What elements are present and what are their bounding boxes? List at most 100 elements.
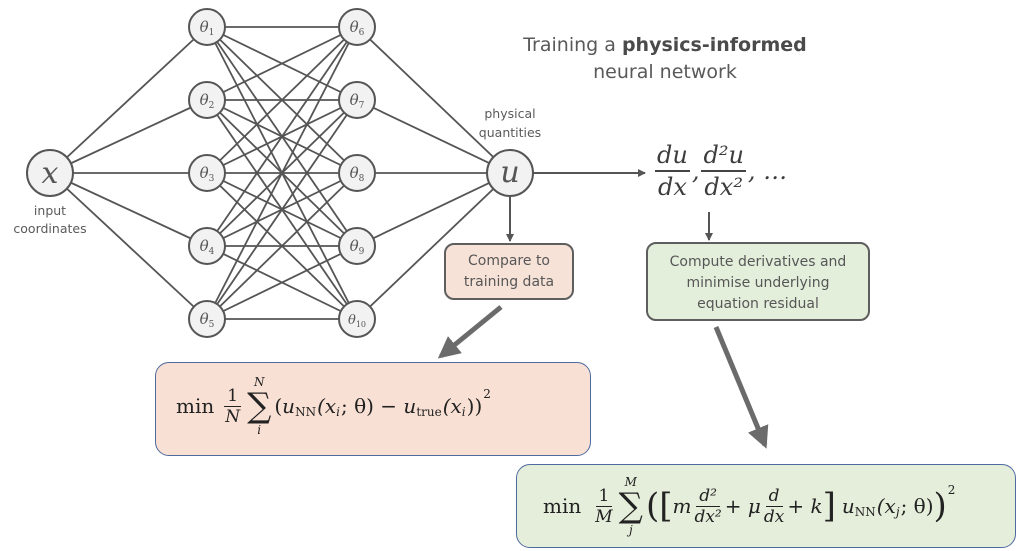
output-label: physical quantities — [462, 104, 558, 142]
edge-h1-2-to-h2-6 — [206, 26, 358, 101]
hidden-node-theta-3: θ3 — [188, 154, 226, 192]
eq2-close-bracket: ] — [822, 486, 836, 526]
hidden-node-theta-2: θ2 — [188, 81, 226, 119]
hidden-node-theta-4-circle — [188, 227, 226, 265]
eq2-u: u — [841, 494, 855, 518]
hidden-node-theta-5-label: θ5 — [200, 310, 215, 330]
hidden-node-theta-6: θ6 — [338, 8, 376, 46]
second-derivative-den: dx² — [704, 173, 743, 201]
hidden-node-theta-3-circle — [188, 154, 226, 192]
first-derivative-num: du — [655, 140, 690, 172]
hidden-node-theta-4: θ4 — [188, 227, 226, 265]
physics-loss-equation-box: min 1 M M ∑ j ( [ m d² dx² + μ d dx + k … — [516, 464, 1016, 548]
eq1-true-sub: true — [416, 405, 442, 419]
hidden-node-theta-3-label: θ3 — [200, 164, 215, 184]
hidden-node-theta-7-index: 7 — [359, 101, 365, 111]
hidden-node-theta-8-label: θ8 — [350, 164, 365, 184]
data-loss-equation-box: min 1 N N ∑ i ( u NN (x i ; θ) − u true … — [155, 362, 591, 456]
first-derivative: du dx — [655, 140, 690, 202]
edge-h2-6-to-output — [356, 26, 511, 174]
eq1-min: min — [176, 394, 215, 418]
compare-to-training-data-box: Compare to training data — [444, 243, 574, 300]
hidden-node-theta-9-circle — [338, 227, 376, 265]
hidden-node-theta-3-index: 3 — [209, 174, 215, 184]
eq2-close-paren: ) — [933, 486, 947, 526]
hidden-node-theta-8-symbol: θ — [350, 164, 359, 182]
eq2-open-bracket: [ — [659, 486, 673, 526]
eq2-plus-mu: + μ — [724, 494, 761, 518]
eq2-d2-num: d² — [696, 486, 720, 507]
hidden-node-theta-6-circle — [338, 8, 376, 46]
derivative-ellipsis: , … — [747, 157, 788, 185]
derivatives-expression: du dx , d²u dx² , … — [655, 140, 789, 202]
hidden-node-theta-2-symbol: θ — [200, 91, 209, 109]
hidden-node-theta-3-symbol: θ — [200, 164, 209, 182]
hidden-node-theta-4-index: 4 — [209, 247, 215, 257]
edge-h1-3-to-h2-6 — [206, 26, 358, 174]
eq1-sum-lower: i — [257, 423, 262, 437]
data-loss-equation: min 1 N N ∑ i ( u NN (x i ; θ) − u true … — [176, 375, 491, 437]
eq1-arg1-rest: ; θ) − — [341, 394, 404, 418]
hidden-node-theta-10-circle — [338, 300, 376, 338]
sigma-icon: ∑ — [247, 386, 272, 426]
diagram-title: Training a physics-informed neural netwo… — [470, 32, 860, 86]
hidden-node-theta-5-symbol: θ — [200, 310, 209, 328]
first-derivative-den: dx — [657, 173, 687, 201]
hidden-node-theta-6-symbol: θ — [350, 18, 359, 36]
hidden-node-theta-2-circle — [188, 81, 226, 119]
eq2-arg-sub: j — [895, 505, 900, 519]
hidden-node-theta-10-label: θ10 — [348, 313, 366, 329]
hidden-node-theta-8-circle — [338, 154, 376, 192]
output-label-line2: quantities — [478, 125, 542, 140]
edge-h2-10-to-output — [356, 172, 511, 320]
hidden-node-theta-8-index: 8 — [359, 174, 365, 184]
eq1-arg1-sub: i — [336, 405, 340, 419]
compare-line2: training data — [463, 274, 555, 290]
hidden-node-theta-4-symbol: θ — [200, 237, 209, 255]
eq1-arg2-sub: i — [461, 405, 466, 419]
hidden-node-theta-5-circle — [188, 300, 226, 338]
eq1-nn-sub: NN — [295, 405, 317, 419]
input-label-line1: input — [33, 203, 67, 218]
derivative-comma: , — [691, 157, 700, 185]
eq2-sum-lower: j — [628, 523, 633, 537]
input-label-line2: coordinates — [13, 221, 87, 236]
hidden-node-theta-6-label: θ6 — [350, 18, 365, 38]
edge-h1-4-to-h2-6 — [206, 26, 358, 247]
compare-line1: Compare to — [467, 253, 550, 269]
input-label: input coordinates — [5, 202, 95, 238]
eq2-min: min — [543, 494, 582, 518]
hidden-node-theta-5: θ5 — [188, 300, 226, 338]
hidden-node-theta-2-index: 2 — [209, 101, 215, 111]
derive-line3: equation residual — [697, 296, 819, 312]
eq2-sum-upper: M — [624, 475, 637, 489]
edge-h2-9-to-output — [356, 172, 511, 247]
eq1-u2: u — [403, 394, 417, 418]
output-node-u: u — [486, 149, 534, 197]
eq2-d2-den: dx² — [694, 506, 722, 527]
edge-h1-5-to-h2-7 — [206, 99, 358, 320]
eq2-fraction: 1 M — [595, 486, 612, 527]
eq2-plus-k: + k — [787, 494, 823, 518]
thick-arrow-to-physics-loss — [713, 326, 769, 449]
hidden-node-theta-7-circle — [338, 81, 376, 119]
hidden-node-theta-5-index: 5 — [209, 320, 215, 330]
eq1-open-paren: ( — [274, 394, 283, 418]
derive-line2: minimise underlying — [686, 275, 830, 291]
hidden-node-theta-1-index: 1 — [209, 28, 215, 38]
hidden-node-theta-7-symbol: θ — [350, 91, 359, 109]
eq1-frac-den: N — [225, 406, 241, 427]
hidden-node-theta-10: θ10 — [338, 300, 376, 338]
eq2-first-derivative: d dx — [764, 486, 784, 527]
eq1-fraction: 1 N — [224, 386, 242, 427]
compute-derivatives-box: Compute derivatives and minimise underly… — [646, 242, 870, 321]
hidden-node-theta-9-symbol: θ — [350, 237, 359, 255]
hidden-node-theta-1-circle — [188, 8, 226, 46]
hidden-node-theta-10-symbol: θ — [348, 313, 356, 328]
edge-input-to-h1-2 — [49, 99, 208, 174]
eq2-power: 2 — [947, 483, 956, 497]
hidden-node-theta-8: θ8 — [338, 154, 376, 192]
physics-loss-equation: min 1 M M ∑ j ( [ m d² dx² + μ d dx + k … — [543, 475, 955, 537]
hidden-node-theta-4-label: θ4 — [200, 237, 215, 257]
